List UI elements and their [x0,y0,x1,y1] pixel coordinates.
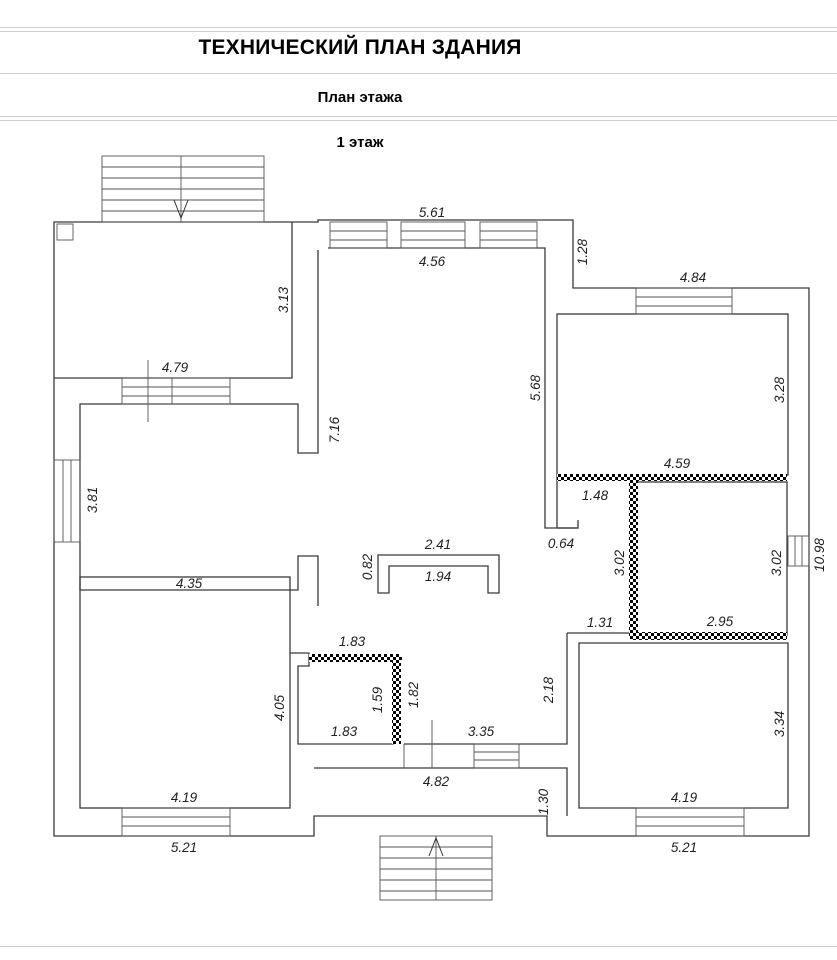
dim-label: 3.02 [612,549,627,576]
room-ne [556,313,789,476]
stairs-north [101,155,265,223]
corner-column [56,223,74,241]
dim-label: 4.84 [680,270,706,285]
room-sw [79,576,291,809]
dim-label: 3.35 [468,724,495,739]
arrow-up-icon [428,836,444,857]
dim-label: 4.56 [419,254,446,269]
dim-label: 1.28 [575,238,590,265]
outer-wall [53,219,810,837]
partition-hatch [557,474,787,481]
dim-label: 3.13 [276,286,291,313]
dim-label: 1.83 [339,634,366,649]
dim-label: 4.59 [664,456,691,471]
plan-subtitle: План этажа [317,89,403,106]
dim-label: 1.94 [425,569,451,584]
dim-label: 3.81 [85,487,100,513]
room-se [567,632,789,809]
dim-label: 4.19 [171,790,198,805]
dim-label: 5.61 [419,205,445,220]
header-rule-top-2 [0,31,837,32]
header-rule-bottom [0,116,837,117]
dim-label: 4.35 [176,576,203,591]
dim-label: 4.19 [671,790,698,805]
header-rule-mid [0,73,837,74]
page-title: ТЕХНИЧЕСКИЙ ПЛАН ЗДАНИЯ [198,36,522,59]
dim-label: 3.02 [769,549,784,576]
footer-rule [0,946,837,947]
dim-label: 4.82 [423,774,450,789]
partition-hatch [392,660,401,744]
floor-label: 1 этаж [336,134,384,151]
dim-label: 3.34 [772,711,787,737]
dim-label: 5.68 [528,374,543,401]
dim-label: 2.41 [424,537,451,552]
dim-label: 5.21 [171,840,197,855]
dim-label: 1.82 [406,681,421,708]
closet [556,475,578,529]
dim-label: 1.48 [582,488,609,503]
partition-hatch [309,654,402,662]
header-rule-bottom-2 [0,120,837,121]
porch [314,767,568,816]
dim-label: 0.82 [360,553,375,580]
arrow-down-icon [173,199,189,220]
dim-label: 1.59 [370,686,385,713]
partition-hatch [630,632,787,640]
dim-label: 4.79 [162,360,189,375]
header-rule-top [0,27,837,28]
dim-label: 2.95 [706,614,734,629]
dim-label: 7.16 [327,416,342,443]
column [377,554,500,594]
dim-label: 1.83 [331,724,358,739]
dim-label: 1.31 [587,615,613,630]
hall-right-wall [328,247,579,529]
stairs-south [379,835,493,901]
dim-label: 0.64 [548,536,574,551]
room-nw [54,222,293,379]
dimension-labels: 5.61 4.56 3.13 1.28 4.84 3.28 7.16 5.68 … [85,205,827,855]
dim-label: 2.18 [541,676,556,704]
dim-label: 10.98 [812,538,827,572]
bath-room [636,481,788,636]
dim-label: 4.05 [272,694,287,721]
partition-hatch [629,481,638,639]
corridor-wall [404,633,568,745]
dim-label: 5.21 [671,840,697,855]
windows [53,221,810,837]
dim-label: 3.28 [772,376,787,403]
dim-label: 1.30 [536,788,551,815]
